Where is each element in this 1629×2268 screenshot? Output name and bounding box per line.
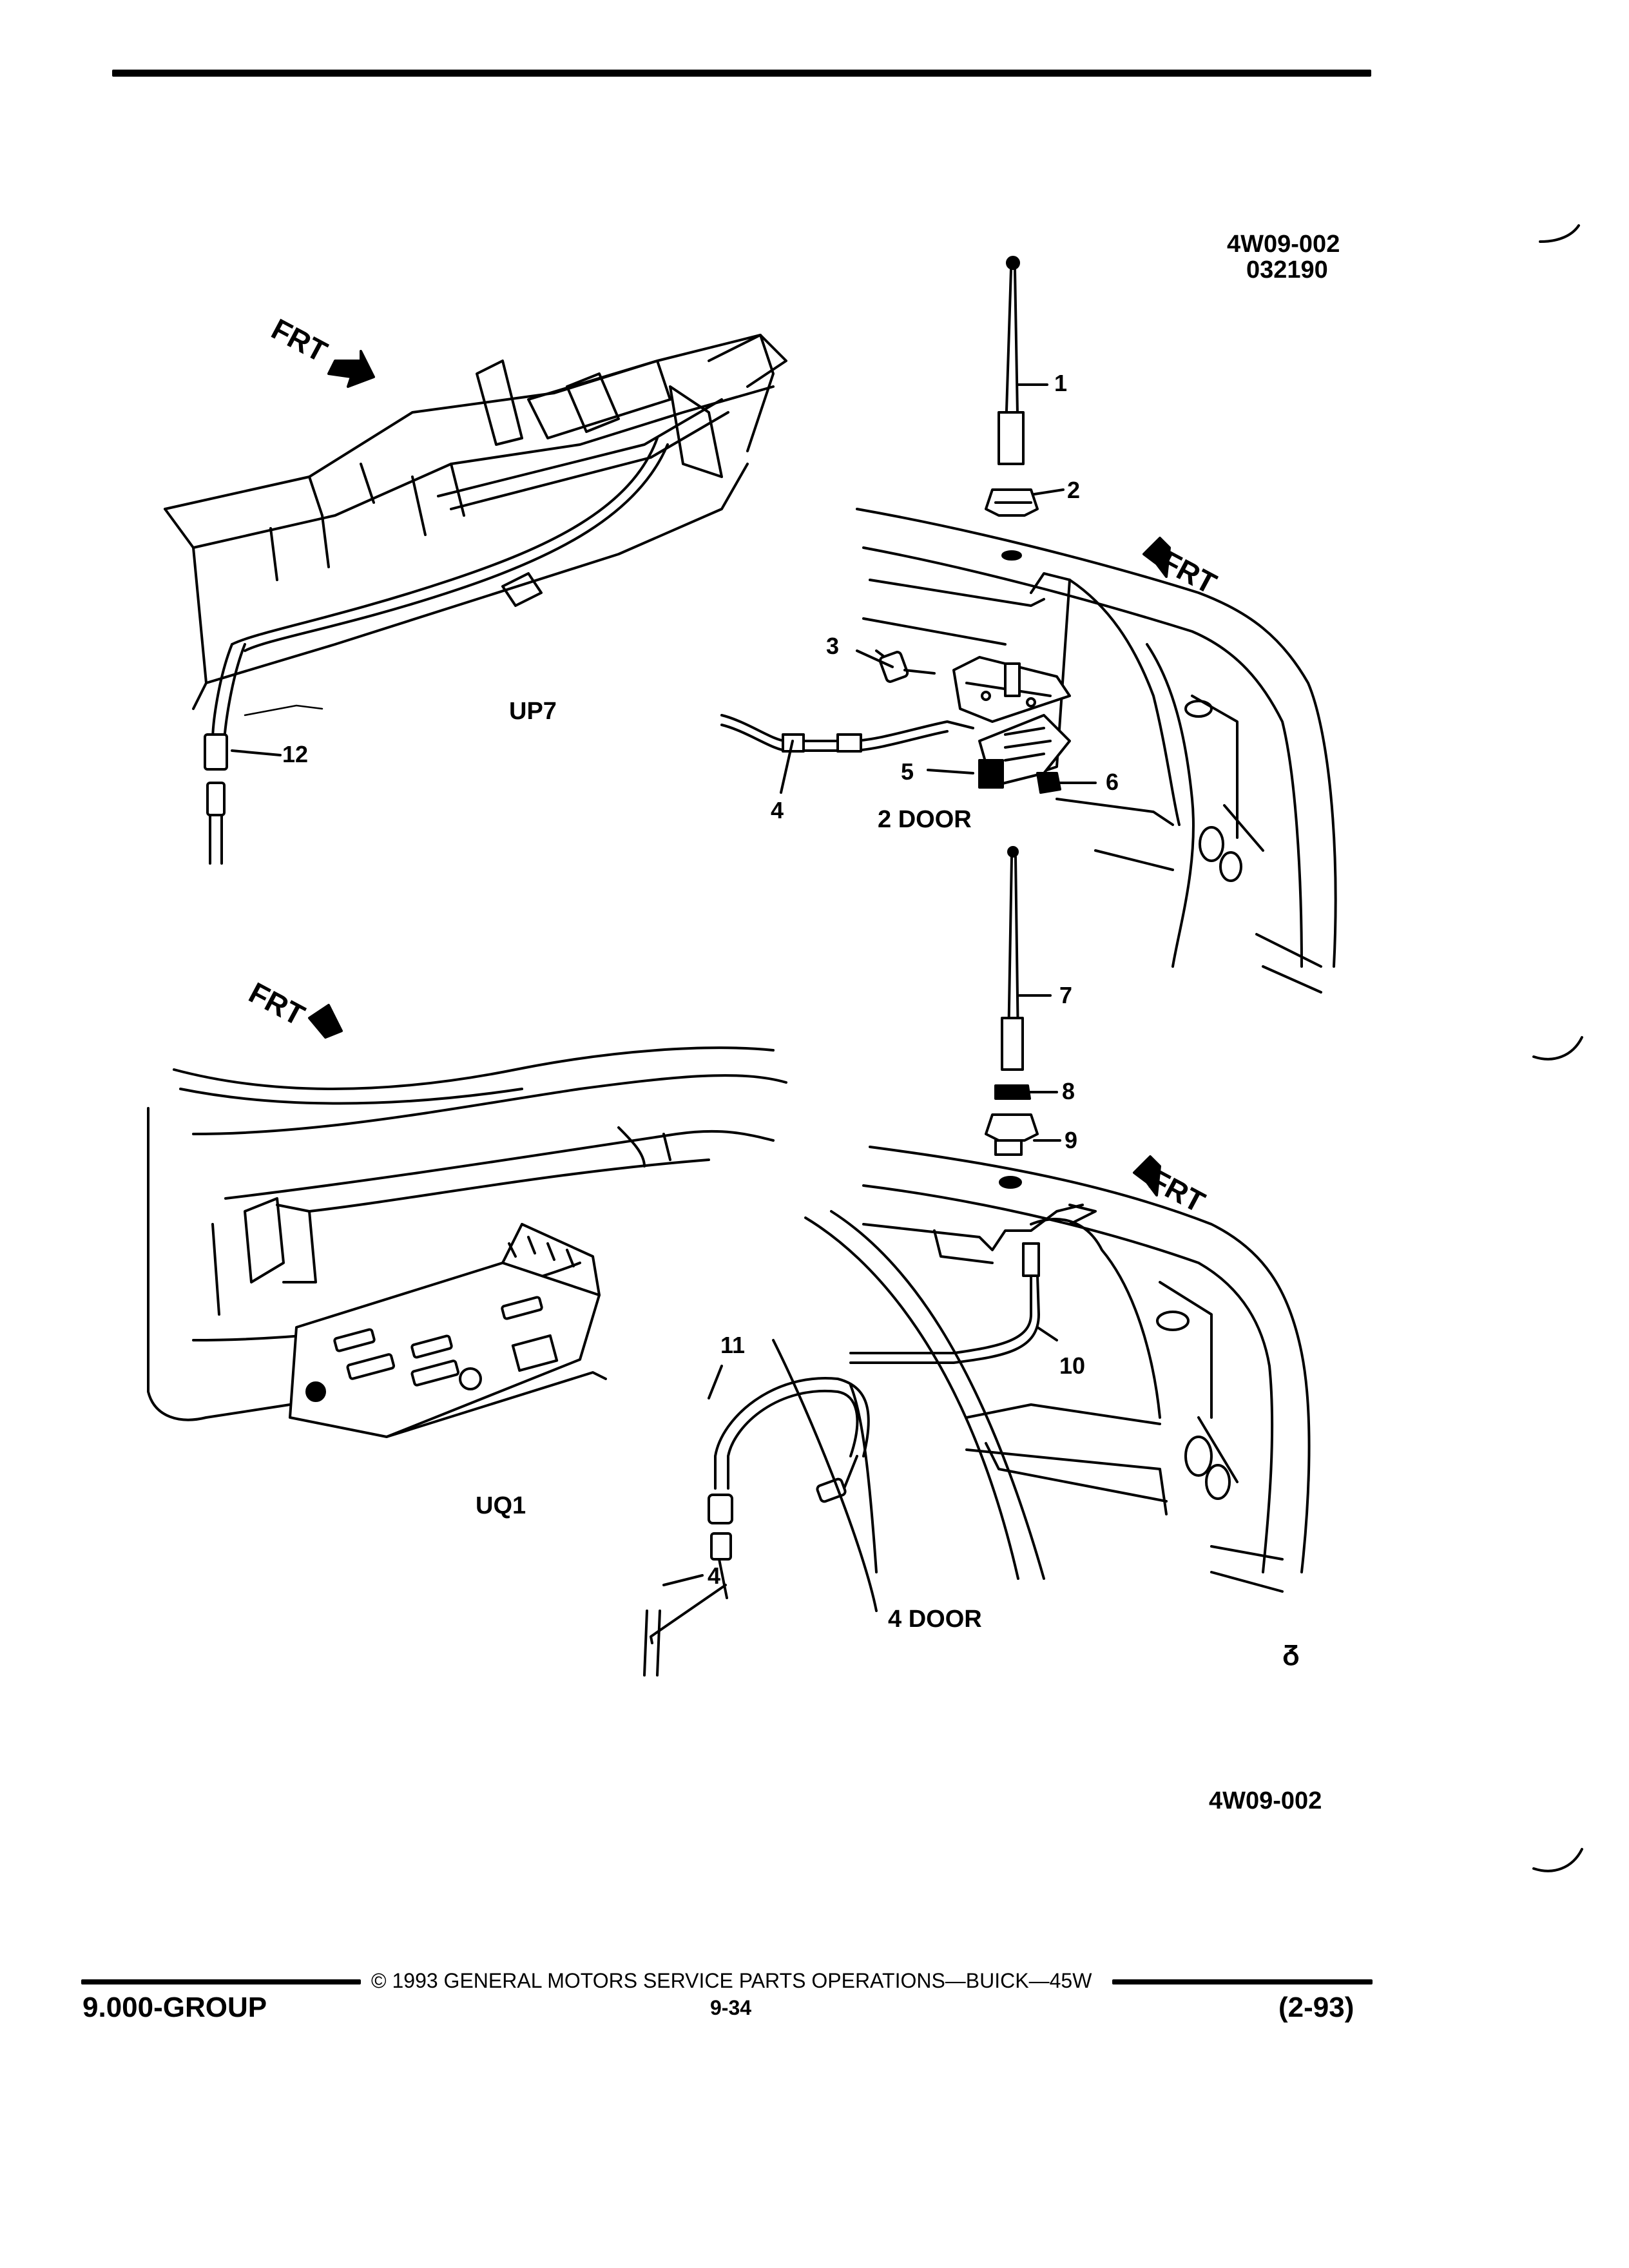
callout-leaders: [662, 383, 1097, 1586]
callout-4-uq1: 4: [708, 1562, 721, 1589]
revision-date: (2-93): [1278, 1992, 1354, 2023]
view-label-2door: 2 DOOR: [878, 806, 972, 833]
copyright-text: © 1993 GENERAL MOTORS SERVICE PARTS OPER…: [371, 1969, 1092, 1992]
2door-view-art: [720, 256, 1337, 994]
page-number: 9-34: [710, 1996, 752, 2019]
view-label-uq1: UQ1: [476, 1492, 526, 1519]
callout-3: 3: [826, 633, 840, 659]
callout-8: 8: [1062, 1078, 1075, 1104]
group-label: 9.000-GROUP: [82, 1992, 267, 2023]
top-rule: [112, 70, 1371, 77]
view-label-up7: UP7: [509, 698, 557, 725]
frt-arrow-icon: [1133, 1155, 1161, 1196]
4door-view-art: [804, 846, 1311, 1593]
callout-11: 11: [720, 1332, 746, 1358]
frt-arrow-icon: [1142, 537, 1171, 578]
binder-mark: [1532, 1848, 1583, 1872]
binder-mark: [1539, 224, 1580, 243]
callout-1: 1: [1054, 370, 1068, 396]
view-label-4door: 4 DOOR: [888, 1606, 982, 1633]
figure-ref: 4W09-002: [1209, 1787, 1322, 1814]
callout-9: 9: [1065, 1127, 1078, 1153]
callout-10: 10: [1059, 1352, 1086, 1379]
frt-arrow-icon: [308, 1004, 343, 1039]
callout-4: 4: [771, 797, 784, 823]
callout-2: 2: [1067, 477, 1081, 503]
figure-id: 4W09-002: [1227, 231, 1340, 258]
logo-mark: ᵹ: [1282, 1635, 1300, 1666]
callout-7: 7: [1059, 982, 1073, 1008]
callout-5: 5: [901, 758, 914, 785]
frt-arrow-icon: [327, 350, 375, 388]
uq1-view-art: [147, 1046, 878, 1677]
binder-mark: [1532, 1036, 1583, 1061]
footer-rule-left: [81, 1979, 361, 1984]
figure-date: 032190: [1246, 256, 1328, 284]
footer-rule-right: [1112, 1979, 1373, 1984]
callout-12: 12: [282, 741, 309, 767]
callout-6: 6: [1106, 769, 1119, 795]
up7-view-art: [164, 334, 787, 865]
